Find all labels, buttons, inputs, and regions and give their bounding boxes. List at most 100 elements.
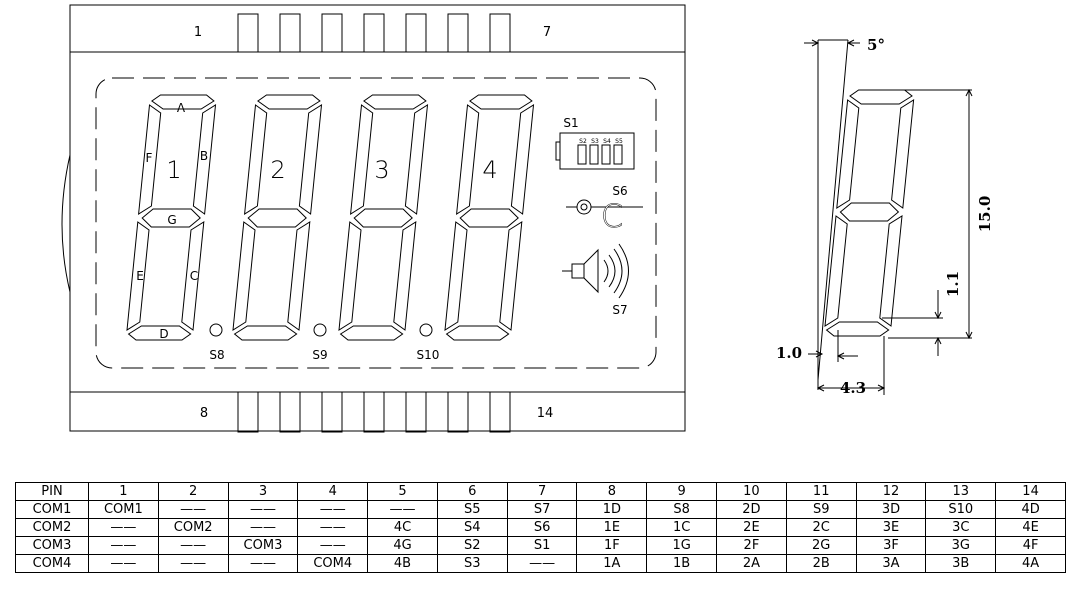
table-cell: —— bbox=[88, 554, 159, 573]
segment-b bbox=[891, 99, 915, 209]
segment-label-f: F bbox=[146, 151, 153, 165]
pin bbox=[405, 391, 427, 433]
segment-g bbox=[141, 208, 201, 228]
table-cell: —— bbox=[157, 554, 229, 573]
table-cell: 7 bbox=[506, 482, 578, 501]
segment-b bbox=[298, 104, 323, 215]
pins-bottom bbox=[237, 391, 511, 433]
segment-g bbox=[247, 208, 307, 228]
table-cell: S6 bbox=[506, 518, 578, 537]
table-cell: 1B bbox=[646, 554, 718, 573]
table-cell: —— bbox=[297, 518, 369, 537]
table-cell: 1A bbox=[576, 554, 648, 573]
table-cell: —— bbox=[88, 518, 159, 537]
table-cell: 4E bbox=[995, 518, 1066, 537]
dim-height: 15.0 bbox=[976, 196, 994, 233]
segment-b bbox=[192, 104, 217, 215]
pin-label-8: 8 bbox=[200, 406, 208, 421]
segment-f bbox=[456, 104, 480, 215]
speaker-icon bbox=[562, 243, 629, 299]
pin-label-14: 14 bbox=[537, 406, 554, 421]
table-cell: S1 bbox=[506, 536, 578, 555]
table-cell: PIN bbox=[15, 482, 89, 501]
digit-3 bbox=[338, 94, 429, 341]
segment-label-e: E bbox=[136, 269, 144, 283]
segment-d bbox=[127, 325, 192, 341]
segment-label-b: B bbox=[200, 149, 208, 163]
pin-label-7: 7 bbox=[543, 25, 551, 40]
label-s4: S4 bbox=[603, 138, 611, 145]
label-s6: S6 bbox=[612, 184, 627, 198]
pin bbox=[447, 13, 469, 53]
table-cell: 9 bbox=[646, 482, 718, 501]
segment-label-d: D bbox=[159, 327, 168, 341]
dot-s8 bbox=[209, 323, 223, 337]
segment-d bbox=[445, 325, 510, 341]
table-cell: 1E bbox=[576, 518, 648, 537]
table-cell: 1F bbox=[576, 536, 648, 555]
digit-4 bbox=[444, 94, 535, 341]
table-cell: 8 bbox=[576, 482, 648, 501]
segment-c bbox=[499, 221, 523, 331]
segment-f bbox=[350, 104, 374, 215]
segment-a bbox=[151, 94, 215, 110]
label-s9: S9 bbox=[312, 348, 327, 362]
segment-f bbox=[244, 104, 268, 215]
table-cell: S8 bbox=[646, 500, 718, 519]
table-cell: 5 bbox=[367, 482, 438, 501]
table-cell: S3 bbox=[436, 554, 508, 573]
lcd-outline bbox=[69, 4, 686, 432]
table-cell: —— bbox=[227, 518, 299, 537]
dim-digit-width: 4.3 bbox=[840, 379, 866, 397]
table-cell: 4 bbox=[297, 482, 369, 501]
table-cell: 3 bbox=[227, 482, 299, 501]
table-cell: 11 bbox=[785, 482, 857, 501]
table-cell: 3C bbox=[925, 518, 997, 537]
table-cell: —— bbox=[297, 500, 369, 519]
pin-label-1: 1 bbox=[194, 25, 202, 40]
table-cell: 3G bbox=[925, 536, 997, 555]
dim-seg-width: 1.0 bbox=[776, 344, 802, 362]
label-s8: S8 bbox=[209, 348, 224, 362]
pins-top bbox=[237, 13, 511, 53]
segment-a bbox=[257, 94, 321, 110]
segment-f bbox=[138, 104, 162, 215]
table-cell: 3B bbox=[925, 554, 997, 573]
table-cell: —— bbox=[297, 536, 369, 555]
digit-number-2: 2 bbox=[270, 156, 285, 184]
pin bbox=[279, 13, 301, 53]
side-view-digit bbox=[824, 89, 915, 337]
table-cell: 6 bbox=[436, 482, 508, 501]
table-cell: S2 bbox=[436, 536, 508, 555]
table-cell: —— bbox=[88, 536, 159, 555]
pin bbox=[237, 13, 259, 53]
table-cell: 13 bbox=[925, 482, 997, 501]
table-cell: 2F bbox=[716, 536, 787, 555]
digit-1 bbox=[126, 94, 217, 341]
table-cell: COM3 bbox=[227, 536, 299, 555]
segment-e bbox=[232, 221, 256, 331]
table-cell: COM3 bbox=[15, 536, 89, 555]
segment-e bbox=[338, 221, 362, 331]
segment-d bbox=[339, 325, 404, 341]
table-cell: 3A bbox=[855, 554, 927, 573]
table-cell: 2C bbox=[785, 518, 857, 537]
pin bbox=[321, 391, 343, 433]
segment-g bbox=[459, 208, 519, 228]
table-cell: COM2 bbox=[15, 518, 89, 537]
pin bbox=[279, 391, 301, 433]
table-cell: COM4 bbox=[297, 554, 369, 573]
table-cell: —— bbox=[157, 536, 229, 555]
degree-celsius-icon bbox=[566, 199, 643, 215]
segment-d bbox=[825, 321, 890, 337]
segment-d bbox=[233, 325, 298, 341]
table-cell: 2B bbox=[785, 554, 857, 573]
digit-number-4: 4 bbox=[482, 156, 497, 184]
segment-g bbox=[839, 202, 900, 222]
segment-c bbox=[181, 221, 205, 331]
segment-e bbox=[126, 221, 150, 331]
table-cell: 1D bbox=[576, 500, 648, 519]
